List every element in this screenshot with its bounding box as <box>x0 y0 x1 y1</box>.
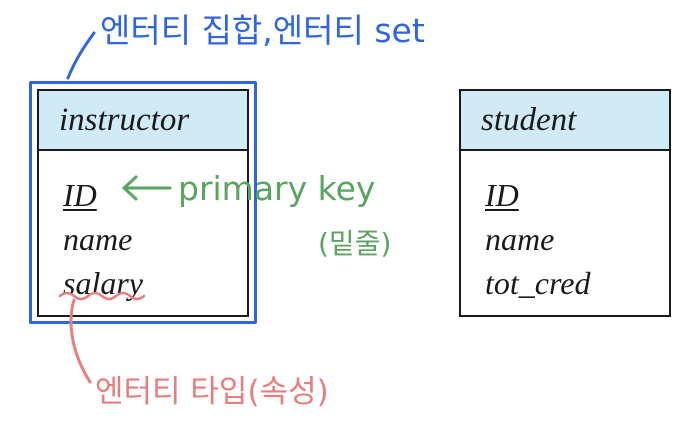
attribute-list: ID name salary <box>39 151 247 305</box>
attribute: name <box>63 221 133 257</box>
attribute-pointer-line <box>69 298 92 384</box>
attribute-list: ID name tot_cred <box>461 151 669 305</box>
entity-set-highlight <box>29 81 257 324</box>
primary-key-annotation: primary key <box>178 169 376 208</box>
attribute-primary-key: ID <box>485 177 519 213</box>
salary-underline-squiggle <box>58 291 146 301</box>
entity-header: instructor <box>39 91 247 151</box>
entity-instructor: instructor ID name salary <box>37 89 249 317</box>
attribute: name <box>485 221 555 257</box>
attribute-primary-key: ID <box>63 177 97 213</box>
entity-header: student <box>461 91 669 151</box>
entity-name: student <box>481 101 577 138</box>
entity-student: student ID name tot_cred <box>459 89 671 317</box>
attribute: tot_cred <box>485 265 591 301</box>
primary-key-sub-annotation: (밑줄) <box>318 227 392 260</box>
entity-name: instructor <box>59 101 190 138</box>
primary-key-arrow-icon <box>122 175 172 201</box>
entity-set-pointer-line <box>66 31 96 80</box>
entity-set-annotation: 엔터티 집합,엔터티 set <box>100 11 425 50</box>
attribute-annotation: 엔터티 타입(속성) <box>95 374 329 410</box>
